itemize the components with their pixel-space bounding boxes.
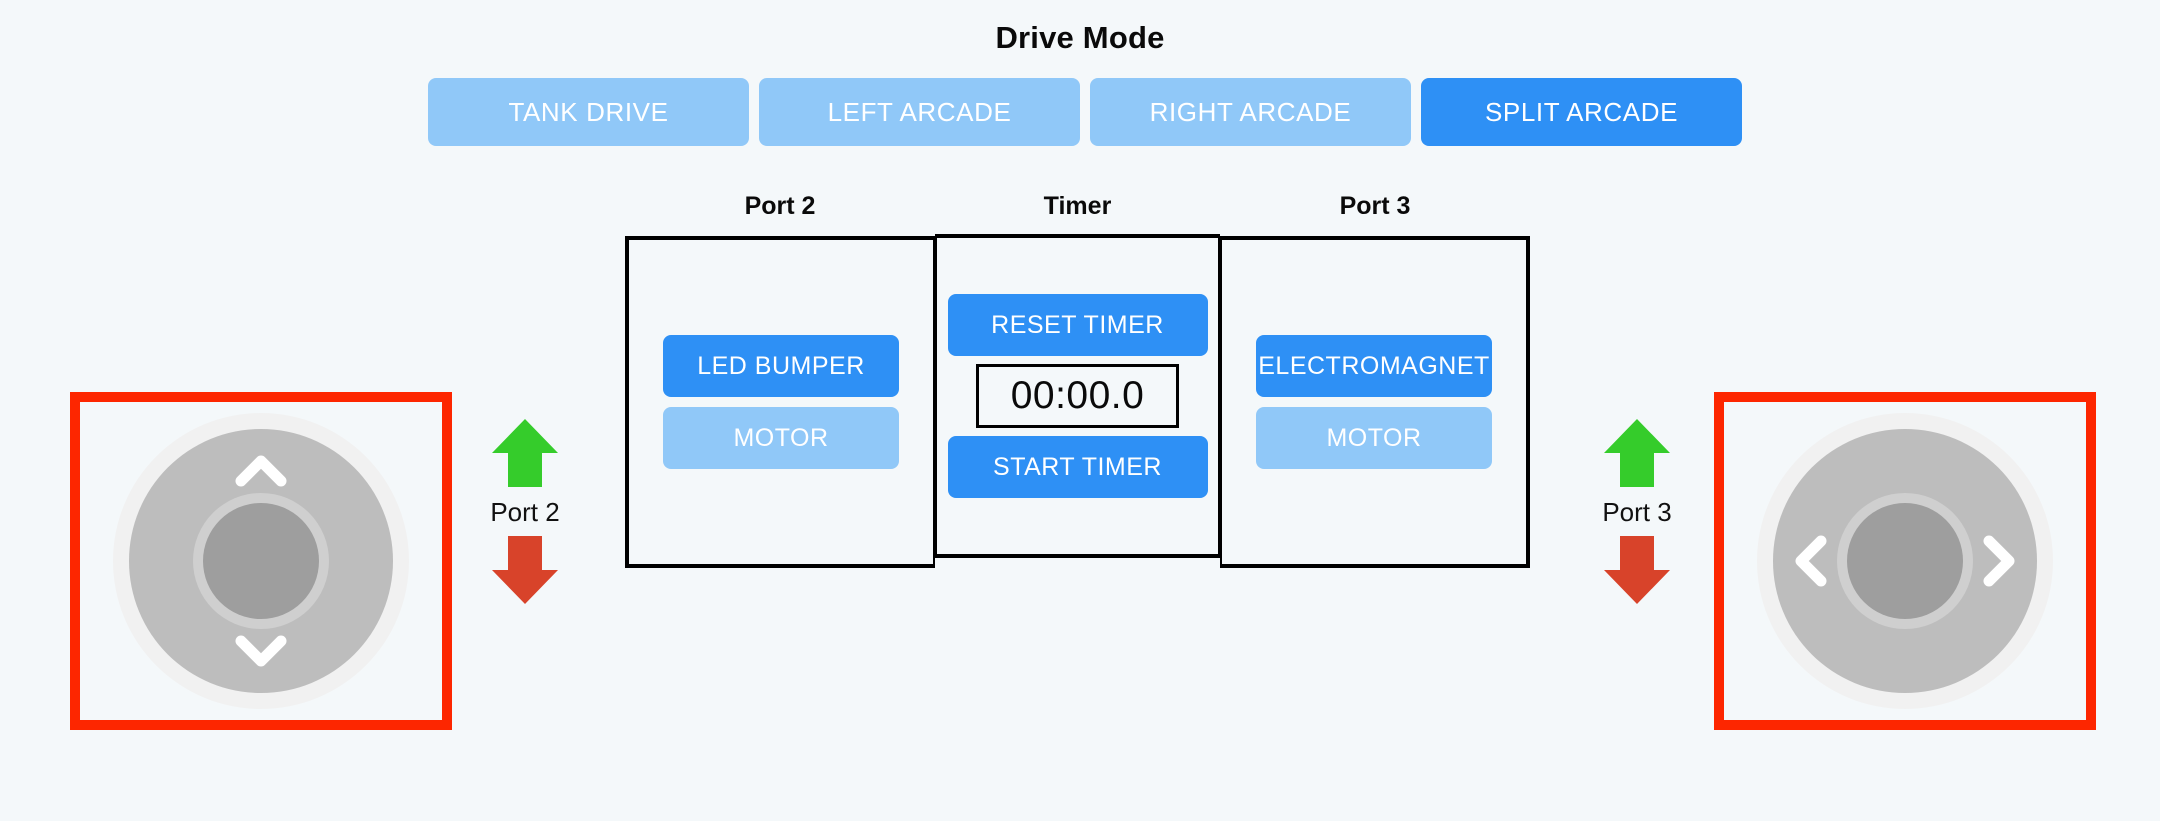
port2-panel: LED BUMPER MOTOR	[625, 236, 935, 568]
port3-arrow-down-icon[interactable]	[1602, 532, 1672, 608]
start-timer-button[interactable]: START TIMER	[947, 436, 1208, 498]
joystick-left[interactable]	[70, 392, 452, 730]
port3-column-title: Port 3	[1339, 192, 1411, 220]
joystick-left-knob[interactable]	[203, 503, 319, 619]
joystick-right[interactable]	[1714, 392, 2096, 730]
joystick-right-knob[interactable]	[1847, 503, 1963, 619]
port3-arrow-up-icon[interactable]	[1602, 415, 1672, 491]
drive-mode-left-arcade-button[interactable]: LEFT ARCADE	[759, 78, 1080, 146]
port2-arrow-label: Port 2	[490, 497, 560, 527]
chevron-left-icon	[1783, 533, 1839, 589]
control-panel: LED BUMPER MOTOR RESET TIMER 00:00.0 STA…	[625, 234, 1530, 568]
led-bumper-button[interactable]: LED BUMPER	[663, 335, 899, 397]
port3-arrow-label: Port 3	[1602, 497, 1672, 527]
port2-arrow-down-icon[interactable]	[490, 532, 560, 608]
port3-arrow-group: Port 3	[1572, 415, 1702, 608]
drive-mode-tank-drive-button[interactable]: TANK DRIVE	[428, 78, 749, 146]
chevron-up-icon	[233, 443, 289, 499]
reset-timer-button[interactable]: RESET TIMER	[947, 294, 1208, 356]
drive-mode-right-arcade-button[interactable]: RIGHT ARCADE	[1090, 78, 1411, 146]
joystick-left-ring[interactable]	[129, 429, 393, 693]
chevron-down-icon	[233, 623, 289, 679]
electromagnet-button[interactable]: ELECTROMAGNET	[1256, 335, 1492, 397]
timer-display: 00:00.0	[976, 364, 1179, 428]
port3-motor-button[interactable]: MOTOR	[1256, 407, 1492, 469]
port2-arrow-up-icon[interactable]	[490, 415, 560, 491]
joystick-right-ring[interactable]	[1773, 429, 2037, 693]
timer-column-title: Timer	[1043, 192, 1112, 220]
port3-panel: ELECTROMAGNET MOTOR	[1220, 236, 1530, 568]
port2-column-title: Port 2	[744, 192, 816, 220]
drive-mode-split-arcade-button[interactable]: SPLIT ARCADE	[1421, 78, 1742, 146]
drive-mode-button-group: TANK DRIVE LEFT ARCADE RIGHT ARCADE SPLI…	[428, 78, 1742, 146]
timer-panel: RESET TIMER 00:00.0 START TIMER	[935, 234, 1220, 558]
chevron-right-icon	[1971, 533, 2027, 589]
page-title: Drive Mode	[995, 20, 1165, 55]
port2-arrow-group: Port 2	[460, 415, 590, 608]
port2-motor-button[interactable]: MOTOR	[663, 407, 899, 469]
